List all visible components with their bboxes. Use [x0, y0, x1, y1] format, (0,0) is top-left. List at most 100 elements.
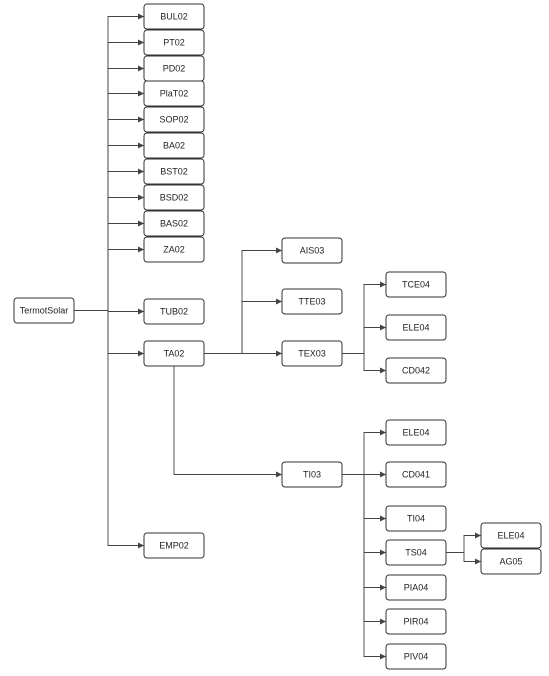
node-label: TUB02	[160, 306, 188, 316]
arrowhead-PIA04	[380, 584, 386, 591]
node-box	[281, 461, 343, 488]
arrowhead-PT02	[138, 39, 144, 46]
node-box	[143, 29, 205, 56]
node-label: BUL02	[160, 11, 188, 21]
edge-TermotSolar-to-ZA02	[74, 249, 144, 311]
arrowhead-TS04	[380, 549, 386, 556]
node-label: TA02	[164, 348, 185, 358]
node-plat02: PlaT02	[143, 80, 205, 107]
arrowhead-PIV04	[380, 653, 386, 660]
node-ais03: AIS03	[281, 237, 343, 264]
edge-TermotSolar-to-PD02	[74, 68, 144, 311]
arrowhead-PIR04	[380, 618, 386, 625]
node-ag05: AG05	[480, 548, 542, 575]
node-label: TEX03	[298, 348, 326, 358]
node-tce04: TCE04	[385, 271, 447, 298]
node-label: PD02	[163, 63, 186, 73]
node-ti03: TI03	[281, 461, 343, 488]
node-za02: ZA02	[143, 236, 205, 263]
edge-TS04-to-AG05	[446, 552, 481, 562]
node-label: PT02	[163, 37, 185, 47]
node-box	[143, 210, 205, 237]
node-label: BAS02	[160, 218, 188, 228]
node-pia04: PIA04	[385, 574, 447, 601]
node-label: TI04	[407, 513, 425, 523]
node-label: EMP02	[159, 540, 189, 550]
node-ele04-ti: ELE04	[385, 419, 447, 446]
node-pir04: PIR04	[385, 608, 447, 635]
edge-TermotSolar-to-EMP02	[74, 310, 144, 546]
arrowhead-BUL02	[138, 13, 144, 20]
node-label: PIV04	[404, 651, 429, 661]
node-label: CD042	[402, 365, 430, 375]
node-label: TTE03	[298, 296, 325, 306]
node-ele04-tex: ELE04	[385, 314, 447, 341]
node-label: ELE04	[402, 322, 429, 332]
arrowhead-TA02	[138, 350, 144, 357]
node-label: TermotSolar	[20, 305, 69, 315]
edge-TermotSolar-to-BST02	[74, 171, 144, 311]
arrowhead-TEX03	[276, 350, 282, 357]
node-box	[281, 340, 343, 367]
arrowhead-SOP02	[138, 116, 144, 123]
arrowhead-TI04	[380, 515, 386, 522]
node-box	[143, 158, 205, 185]
node-box	[480, 522, 542, 549]
node-label: ZA02	[163, 244, 185, 254]
arrowhead-PlaT02	[138, 90, 144, 97]
node-label: PIR04	[403, 616, 428, 626]
arrowhead-TUB02	[138, 308, 144, 315]
node-sop02: SOP02	[143, 106, 205, 133]
node-label: BST02	[160, 166, 188, 176]
node-box	[143, 132, 205, 159]
node-cd041: CD041	[385, 461, 447, 488]
node-box	[385, 461, 447, 488]
arrowhead-CD042	[380, 367, 386, 374]
node-tub02: TUB02	[143, 298, 205, 325]
edge-TermotSolar-to-PlaT02	[74, 93, 144, 311]
node-layer: TermotSolar BUL02PT02PD02PlaT02SOP02BA02B…	[13, 3, 542, 670]
node-bst02: BST02	[143, 158, 205, 185]
node-box	[385, 314, 447, 341]
node-box	[385, 643, 447, 670]
arrowhead-BSD02	[138, 194, 144, 201]
arrowhead-TCE04	[380, 281, 386, 288]
edge-TermotSolar-to-BA02	[74, 145, 144, 311]
edge-TA02-to-AIS03	[204, 250, 282, 354]
node-box	[143, 80, 205, 107]
arrowhead-ELE04_TEX	[380, 324, 386, 331]
arrowhead-TI03	[276, 471, 282, 478]
node-box	[143, 3, 205, 30]
node-box	[13, 297, 75, 324]
node-box	[143, 236, 205, 263]
arrowhead-BA02	[138, 142, 144, 149]
node-bul02: BUL02	[143, 3, 205, 30]
arrowhead-ELE04_TS	[475, 532, 481, 539]
node-termotsolar: TermotSolar	[13, 297, 75, 324]
node-box	[385, 539, 447, 566]
node-bsd02: BSD02	[143, 184, 205, 211]
node-label: AIS03	[300, 245, 325, 255]
node-pd02: PD02	[143, 55, 205, 82]
node-ta02: TA02	[143, 340, 205, 367]
node-bas02: BAS02	[143, 210, 205, 237]
node-box	[385, 271, 447, 298]
node-box	[281, 237, 343, 264]
edge-TI03-to-ELE04_TI	[342, 432, 386, 475]
node-cd042: CD042	[385, 357, 447, 384]
edge-TermotSolar-to-BSD02	[74, 197, 144, 311]
node-box	[480, 548, 542, 575]
node-ba02: BA02	[143, 132, 205, 159]
edge-TermotSolar-to-BUL02	[74, 16, 144, 311]
arrowhead-ZA02	[138, 246, 144, 253]
node-label: TCE04	[402, 279, 430, 289]
connector-layer	[74, 13, 481, 660]
edge-TermotSolar-to-SOP02	[74, 119, 144, 311]
arrowhead-CD041	[380, 471, 386, 478]
node-piv04: PIV04	[385, 643, 447, 670]
node-label: SOP02	[159, 114, 188, 124]
node-label: ELE04	[497, 530, 524, 540]
node-label: TI03	[303, 469, 321, 479]
node-box	[385, 357, 447, 384]
node-box	[385, 574, 447, 601]
